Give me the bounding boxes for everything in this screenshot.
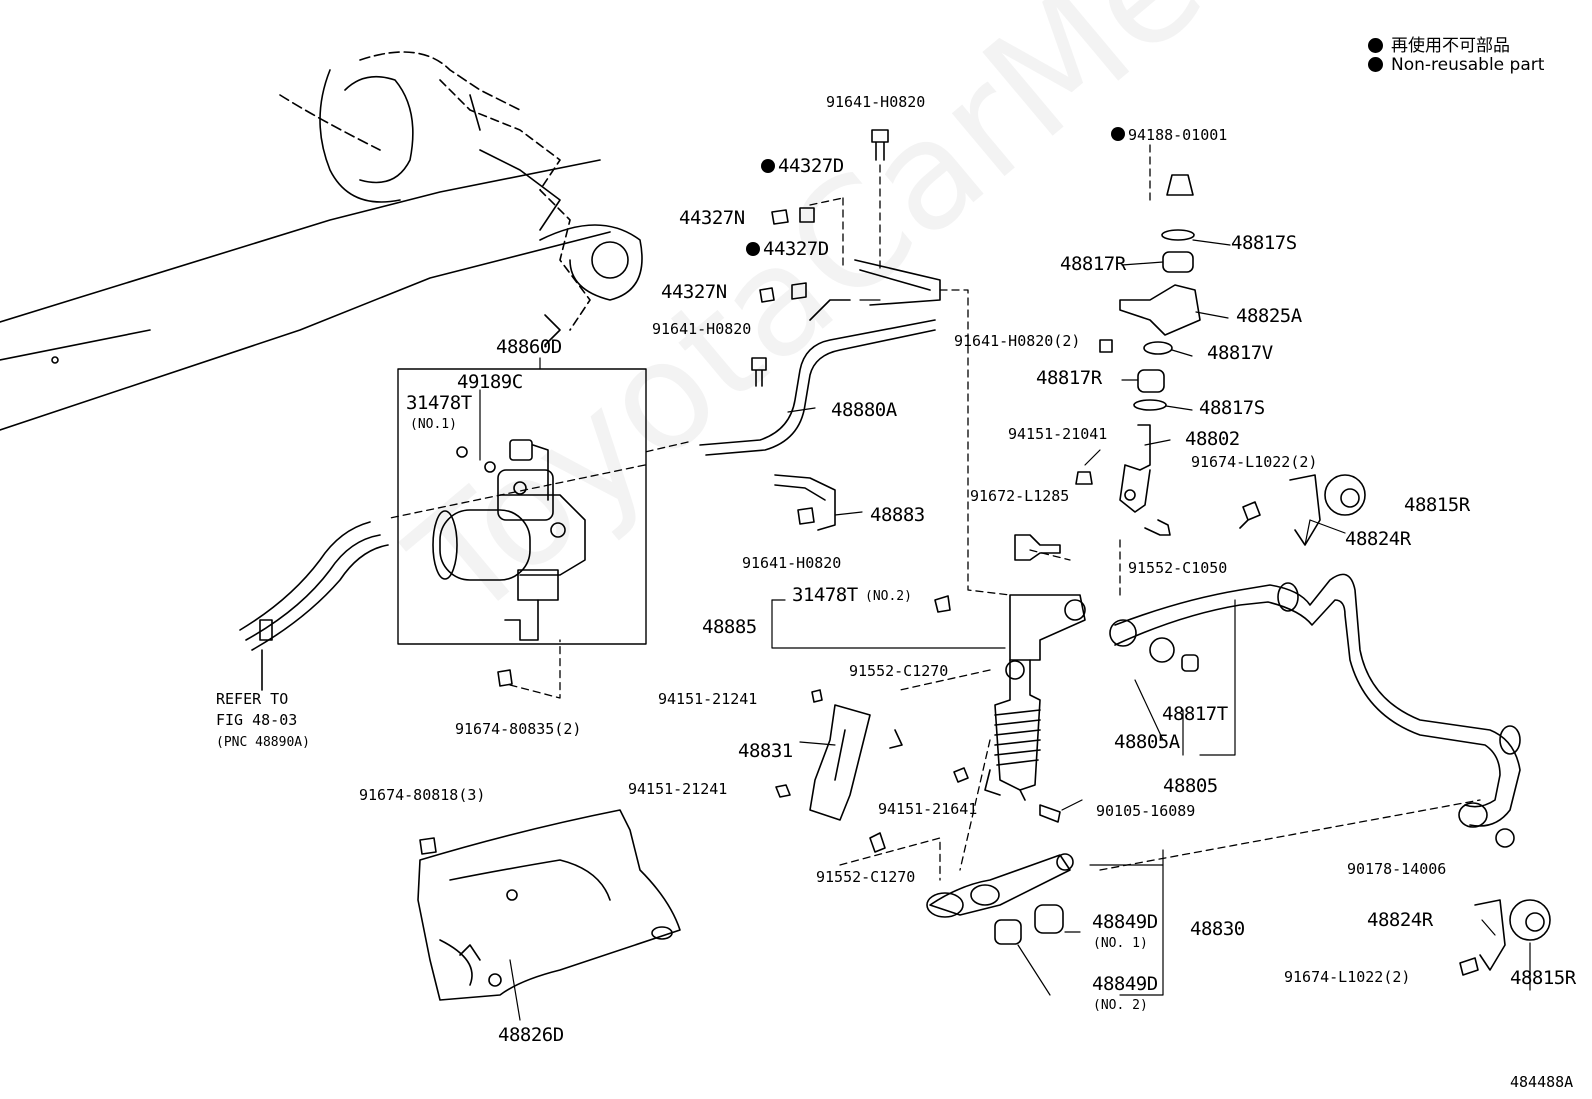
lower-arm	[926, 853, 1074, 945]
part-label[interactable]: 90178-14006	[1347, 860, 1447, 878]
hydraulic-lines-center	[699, 259, 941, 531]
non-reusable-dot-icon	[1368, 57, 1383, 72]
part-label[interactable]: 48860D	[496, 336, 562, 358]
part-label[interactable]: 48815R	[1510, 967, 1576, 989]
part-label[interactable]: 91641-H0820	[742, 554, 842, 572]
part-label[interactable]: 91552-C1270	[816, 868, 916, 886]
fasteners	[419, 129, 1479, 976]
non-reusable-dot-icon	[761, 159, 775, 173]
part-label[interactable]: 44327D	[761, 157, 844, 176]
part-label[interactable]: 91674-L1022(2)	[1191, 453, 1318, 471]
legend-line-en: Non-reusable part	[1368, 55, 1544, 75]
bracket-48831	[809, 704, 871, 821]
part-label[interactable]: 94151-21241	[658, 690, 758, 708]
reference-note-line3: (PNC 48890A)	[216, 735, 310, 750]
part-label-note: (NO.2)	[865, 589, 912, 604]
part-label[interactable]: 48885	[702, 616, 757, 638]
part-label[interactable]: 91674-80818(3)	[359, 786, 486, 804]
reference-note-line2[interactable]: FIG 48-03	[216, 711, 298, 729]
part-label[interactable]: 48849D	[1092, 911, 1158, 933]
brackets-right	[1119, 174, 1551, 971]
part-label[interactable]: 48826D	[498, 1024, 564, 1046]
non-reusable-dot-icon	[1111, 127, 1125, 141]
part-label[interactable]: 48824R	[1345, 528, 1411, 550]
legend-line-ja: 再使用不可部品	[1368, 31, 1510, 56]
part-label[interactable]: 48817T	[1162, 703, 1228, 725]
non-reusable-dot-icon	[1368, 38, 1383, 53]
pump-assembly-box	[397, 368, 647, 645]
part-label[interactable]: 48883	[870, 504, 925, 526]
vehicle-frame	[0, 51, 643, 431]
part-label[interactable]: 91641-H0820(2)	[954, 332, 1081, 350]
part-label[interactable]: 48880A	[831, 399, 897, 421]
part-label[interactable]: 94188-01001	[1111, 127, 1227, 143]
part-label[interactable]: 48805	[1163, 775, 1218, 797]
part-label[interactable]: 90105-16089	[1096, 802, 1196, 820]
part-label[interactable]: 31478T	[406, 392, 472, 414]
part-label[interactable]: 91641-H0820	[652, 320, 752, 338]
part-label[interactable]: 91672-L1285	[970, 487, 1070, 505]
part-label[interactable]: 94151-21041	[1008, 425, 1108, 443]
part-label[interactable]: 48817R	[1060, 253, 1126, 275]
part-label[interactable]: 48849D	[1092, 973, 1158, 995]
part-label[interactable]: 91552-C1270	[849, 662, 949, 680]
part-label[interactable]: 44327N	[661, 281, 727, 303]
legend-ja-text: 再使用不可部品	[1391, 36, 1510, 56]
part-label[interactable]: 31478T	[792, 584, 858, 606]
legend-en-text: Non-reusable part	[1391, 55, 1545, 75]
part-label[interactable]: 48817V	[1207, 342, 1273, 364]
part-label[interactable]: 91674-L1022(2)	[1284, 968, 1411, 986]
part-label[interactable]: 91641-H0820	[826, 93, 926, 111]
pump-motor-assembly	[432, 439, 586, 641]
part-label-note: (NO. 2)	[1093, 998, 1148, 1013]
part-label-note: (NO. 1)	[1093, 936, 1148, 951]
shock-cylinder	[984, 594, 1086, 801]
part-label[interactable]: 49189C	[457, 371, 523, 393]
part-label[interactable]: 91552-C1050	[1128, 559, 1228, 577]
reference-note-line1: REFER TO	[216, 690, 289, 708]
part-label[interactable]: 44327N	[679, 207, 745, 229]
part-label[interactable]: 48817S	[1231, 232, 1297, 254]
hydraulic-lines-left	[239, 521, 389, 691]
part-label[interactable]: 44327D	[746, 240, 829, 259]
part-label[interactable]: 48802	[1185, 428, 1240, 450]
part-label[interactable]: 48815R	[1404, 494, 1470, 516]
part-label[interactable]: 48824R	[1367, 909, 1433, 931]
part-label-note: (NO.1)	[410, 417, 457, 432]
part-label[interactable]: 48817S	[1199, 397, 1265, 419]
non-reusable-dot-icon	[746, 242, 760, 256]
stabilizer-bar	[1109, 573, 1521, 848]
part-label[interactable]: 48825A	[1236, 305, 1302, 327]
diagram-number: 484488A	[1510, 1073, 1574, 1091]
part-label[interactable]: 48817R	[1036, 367, 1102, 389]
part-label[interactable]: 48830	[1190, 918, 1245, 940]
part-label[interactable]: 91674-80835(2)	[455, 720, 582, 738]
part-label[interactable]: 94151-21641	[878, 800, 978, 818]
part-label[interactable]: 94151-21241	[628, 780, 728, 798]
leader-lines	[479, 239, 1531, 1021]
part-label[interactable]: 48805A	[1114, 731, 1180, 753]
part-label[interactable]: 48831	[738, 740, 793, 762]
skid-shield	[417, 809, 681, 1001]
